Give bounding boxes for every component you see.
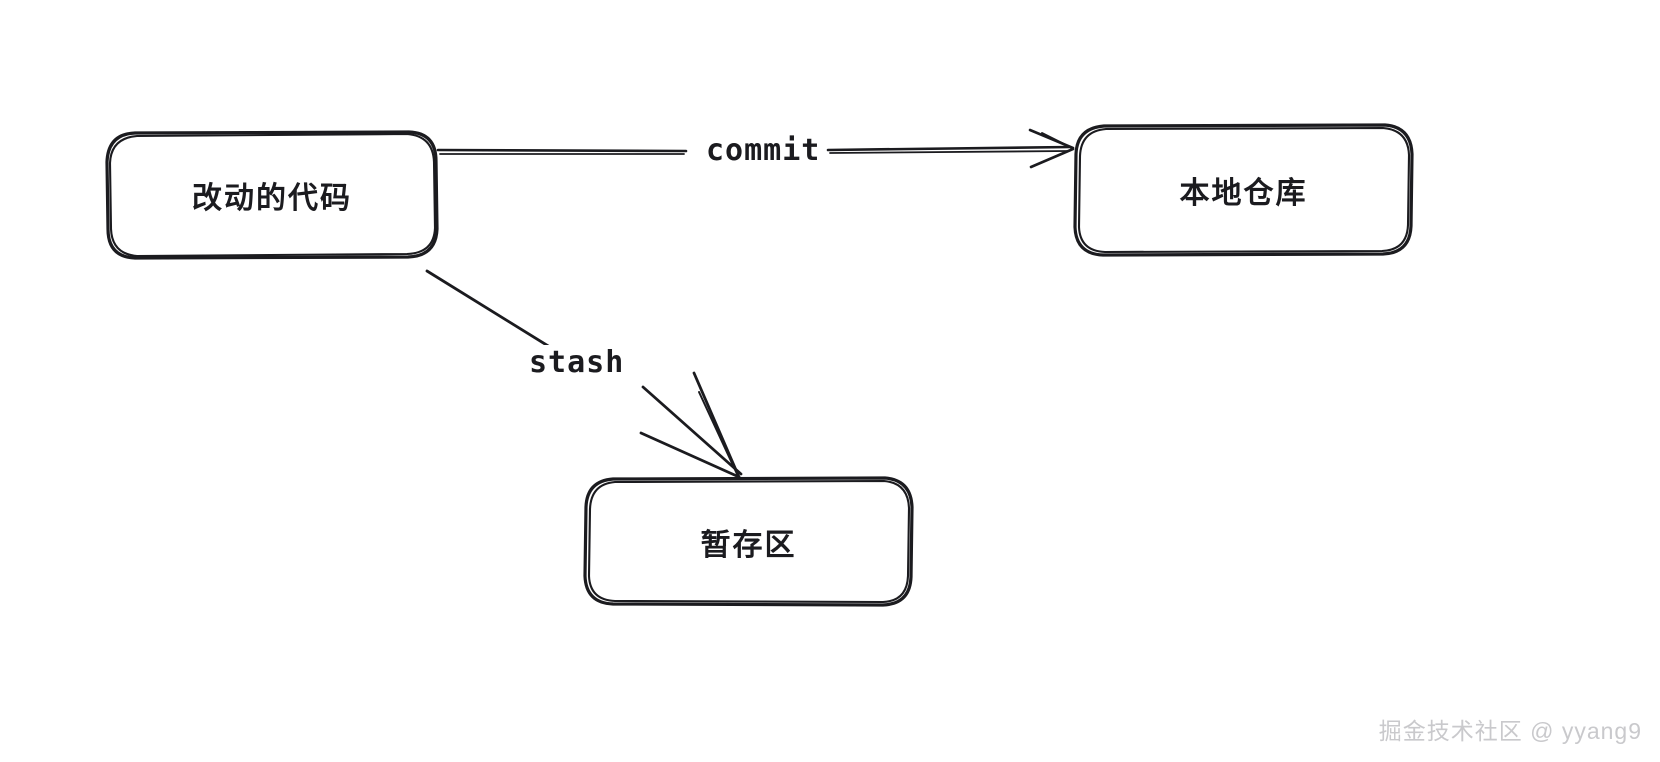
arrowhead-commit (1028, 128, 1075, 169)
watermark: 掘金技术社区 @ yyang9 (1378, 718, 1642, 744)
arrowhead-stash (639, 371, 741, 479)
node-shape-changed-code[interactable] (105, 130, 439, 260)
edge-label-commit: commit (700, 133, 827, 168)
node-shape-local-repo[interactable] (1073, 123, 1414, 257)
edge-line-stash[interactable] (425, 269, 743, 476)
node-shape-stash-area[interactable] (583, 476, 914, 607)
edge-line-commit[interactable] (436, 145, 1072, 155)
edge-label-stash: stash (523, 345, 631, 380)
